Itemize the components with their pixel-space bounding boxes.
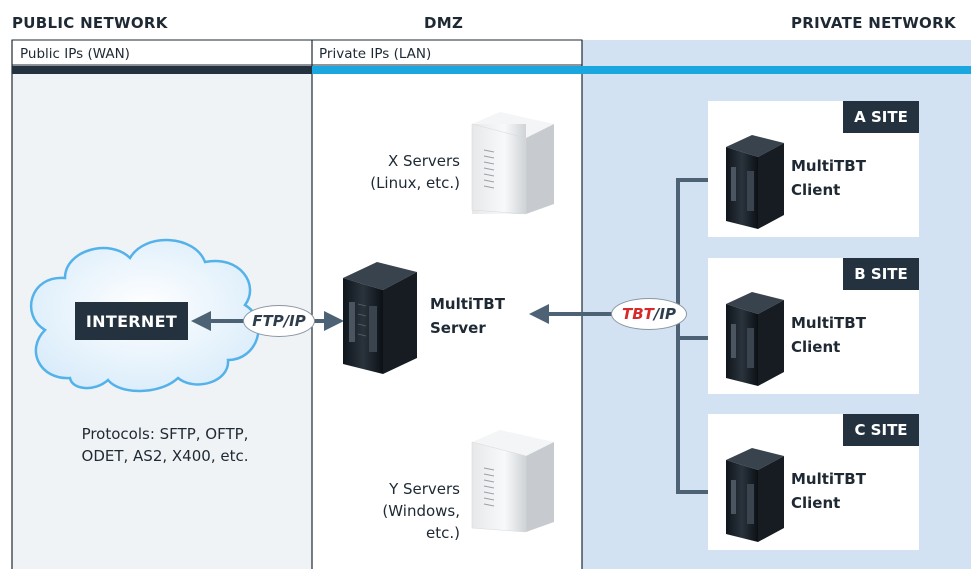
dmz-title: DMZ [424, 14, 464, 32]
internet-label-box: INTERNET [75, 302, 188, 340]
site-card-b: B SITE MultiTBT Client [708, 258, 919, 394]
protocols-line-1: Protocols: SFTP, OFTP, [81, 425, 249, 443]
multitbt-client-icon [726, 135, 784, 229]
multitbt-server-icon [343, 262, 417, 374]
multitbt-client-icon [726, 448, 784, 542]
site-card-c: C SITE MultiTBT Client [708, 414, 919, 550]
wan-bar [12, 66, 312, 74]
private-network-title: PRIVATE NETWORK [791, 14, 956, 32]
site-a-client-line-1: MultiTBT [791, 157, 866, 175]
site-c-client-line-2: Client [791, 494, 841, 512]
tbt-label: TBT [622, 305, 654, 323]
tbt-ip-badge: TBT/IP [611, 298, 687, 330]
y-servers-sub-2: etc.) [426, 524, 460, 542]
lan-label: Private IPs (LAN) [319, 46, 432, 62]
site-badge-a: A SITE [843, 101, 919, 133]
x-server-icon [471, 112, 554, 215]
site-b-client-line-2: Client [791, 338, 841, 356]
ftp-ip-badge: FTP/IP [243, 305, 315, 337]
multitbt-server-line-1: MultiTBT [430, 295, 505, 313]
y-servers-sub-1: (Windows, [382, 502, 460, 520]
y-server-icon [471, 430, 554, 533]
x-servers-sub: (Linux, etc.) [370, 174, 460, 192]
site-c-client-line-1: MultiTBT [791, 470, 866, 488]
y-servers-label: Y Servers [389, 480, 460, 498]
tbt-ip-suffix: /IP [653, 305, 676, 323]
x-servers-label: X Servers [387, 152, 460, 170]
public-network-title: PUBLIC NETWORK [12, 14, 168, 32]
site-card-a: A SITE MultiTBT Client [708, 101, 919, 237]
wan-label: Public IPs (WAN) [20, 46, 130, 62]
site-b-client-line-1: MultiTBT [791, 314, 866, 332]
site-badge-c: C SITE [843, 414, 919, 446]
lan-bar [312, 66, 971, 74]
site-badge-b: B SITE [843, 258, 919, 290]
protocols-line-2: ODET, AS2, X400, etc. [81, 447, 249, 465]
site-a-client-line-2: Client [791, 181, 841, 199]
multitbt-server-line-2: Server [430, 319, 486, 337]
multitbt-client-icon [726, 292, 784, 386]
